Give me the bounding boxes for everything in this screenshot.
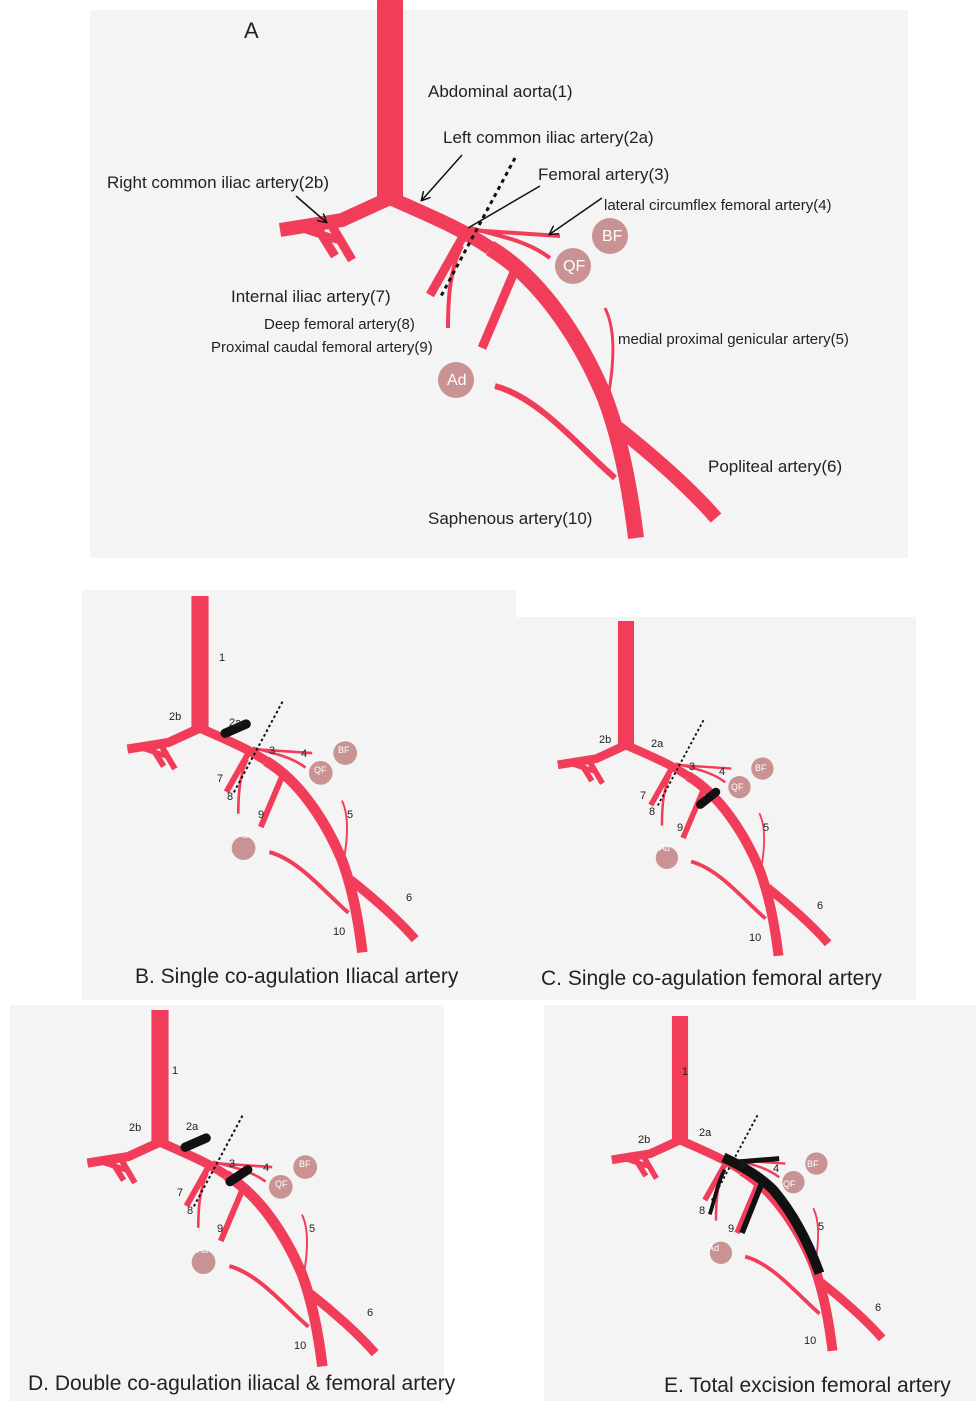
panel-a-letter: A (244, 18, 259, 43)
panel-c-artery-tree (558, 621, 828, 956)
num-5-c: 5 (763, 822, 769, 834)
muscle-bf-c: BF (755, 763, 767, 773)
num-8-c: 8 (649, 806, 655, 818)
num-6-e: 6 (875, 1302, 881, 1314)
muscle-ad-c: Ad (659, 843, 670, 853)
num-9-e: 9 (728, 1223, 734, 1235)
label-proximal-caudal-femoral: Proximal caudal femoral artery(9) (211, 339, 433, 356)
muscle-qf-d: QF (275, 1179, 288, 1189)
panel-c: 2a 2b 3 4 5 6 7 8 9 10 BF QF Ad C. Singl… (541, 621, 882, 990)
num-4-d: 4 (263, 1162, 269, 1174)
panel-b-artery-tree (127, 596, 415, 952)
num-2b-c: 2b (599, 734, 611, 746)
num-5-b: 5 (347, 809, 353, 821)
label-popliteal: Popliteal artery(6) (708, 457, 842, 476)
num-7-b: 7 (217, 773, 223, 785)
label-lateral-circumflex: lateral circumflex femoral artery(4) (604, 197, 832, 214)
arrow-left-iliac (422, 155, 462, 200)
num-10-d: 10 (294, 1340, 306, 1352)
num-10-b: 10 (333, 926, 345, 938)
label-deep-femoral: Deep femoral artery(8) (264, 316, 415, 333)
num-7-c: 7 (640, 790, 646, 802)
label-saphenous: Saphenous artery(10) (428, 509, 592, 528)
num-4-e: 4 (773, 1163, 779, 1175)
label-femoral-artery: Femoral artery(3) (538, 165, 669, 184)
muscle-bf-d: BF (299, 1159, 311, 1169)
num-3-b: 3 (269, 745, 275, 757)
label-right-common-iliac: Right common iliac artery(2b) (107, 173, 329, 192)
muscle-qf: QF (563, 258, 585, 275)
muscle-bf-b: BF (338, 745, 350, 755)
num-10-e: 10 (804, 1335, 816, 1347)
num-2b-d: 2b (129, 1122, 141, 1134)
num-2a-b: 2a (229, 717, 242, 729)
muscle-ad: Ad (447, 372, 467, 389)
panel-e-artery-tree (612, 1016, 882, 1351)
muscle-ad-d: Ad (197, 1245, 208, 1255)
muscle-bf: BF (602, 228, 623, 245)
num-1-d: 1 (172, 1065, 178, 1077)
num-7-d: 7 (177, 1187, 183, 1199)
label-abdominal-aorta: Abdominal aorta(1) (428, 82, 573, 101)
num-4-b: 4 (301, 748, 307, 760)
leader-femoral (468, 186, 540, 228)
num-1-b: 1 (219, 652, 225, 664)
muscle-ad-b: Ad (237, 830, 248, 840)
caption-b: B. Single co-agulation Iliacal artery (135, 965, 459, 988)
muscle-qf-b: QF (314, 765, 327, 775)
num-2a-e: 2a (699, 1127, 712, 1139)
muscle-bf-e: BF (807, 1159, 819, 1169)
caption-d: D. Double co-agulation iliacal & femoral… (28, 1372, 456, 1395)
num-9-c: 9 (677, 822, 683, 834)
panel-a-artery-tree (280, 0, 716, 538)
num-2b-e: 2b (638, 1134, 650, 1146)
num-2a-c: 2a (651, 738, 664, 750)
num-6-c: 6 (817, 900, 823, 912)
muscle-qf-c: QF (731, 782, 744, 792)
panel-e: 1 2a 2b 3 4 5 6 8 9 10 BF QF Ad E. Total… (612, 1016, 951, 1397)
num-3-d: 3 (229, 1158, 235, 1170)
num-2a-d: 2a (186, 1121, 199, 1133)
panel-d: 1 2a 2b 3 4 5 6 7 8 9 10 BF QF Ad D. Dou… (28, 1010, 456, 1395)
num-4-c: 4 (719, 766, 725, 778)
num-9-b: 9 (258, 809, 264, 821)
panel-b: 1 2a 2b 3 4 5 6 7 8 9 10 BF QF Ad B. Sin… (127, 596, 458, 988)
caption-e: E. Total excision femoral artery (664, 1374, 951, 1397)
num-8-b: 8 (227, 791, 233, 803)
label-internal-iliac: Internal iliac artery(7) (231, 287, 391, 306)
num-8-e: 8 (699, 1205, 705, 1217)
num-5-e: 5 (818, 1221, 824, 1233)
num-10-c: 10 (749, 932, 761, 944)
num-3-e: 3 (739, 1159, 745, 1171)
num-9-d: 9 (217, 1223, 223, 1235)
label-left-common-iliac: Left common iliac artery(2a) (443, 128, 654, 147)
num-8-d: 8 (187, 1205, 193, 1217)
label-medial-genicular: medial proximal genicular artery(5) (618, 331, 849, 348)
panel-d-artery-tree (87, 1010, 375, 1366)
muscle-ad-e: Ad (708, 1243, 719, 1253)
coag-iliac-d (185, 1138, 206, 1147)
num-2b-b: 2b (169, 711, 181, 723)
num-6-b: 6 (406, 892, 412, 904)
caption-c: C. Single co-agulation femoral artery (541, 967, 882, 990)
num-1-e: 1 (682, 1066, 688, 1078)
panel-a: A Abdominal aorta(1) Left common iliac a… (107, 0, 849, 538)
num-6-d: 6 (367, 1307, 373, 1319)
num-5-d: 5 (309, 1223, 315, 1235)
coag-femoral-d (230, 1170, 248, 1182)
muscle-qf-e: QF (783, 1179, 796, 1189)
num-3-c: 3 (689, 761, 695, 773)
